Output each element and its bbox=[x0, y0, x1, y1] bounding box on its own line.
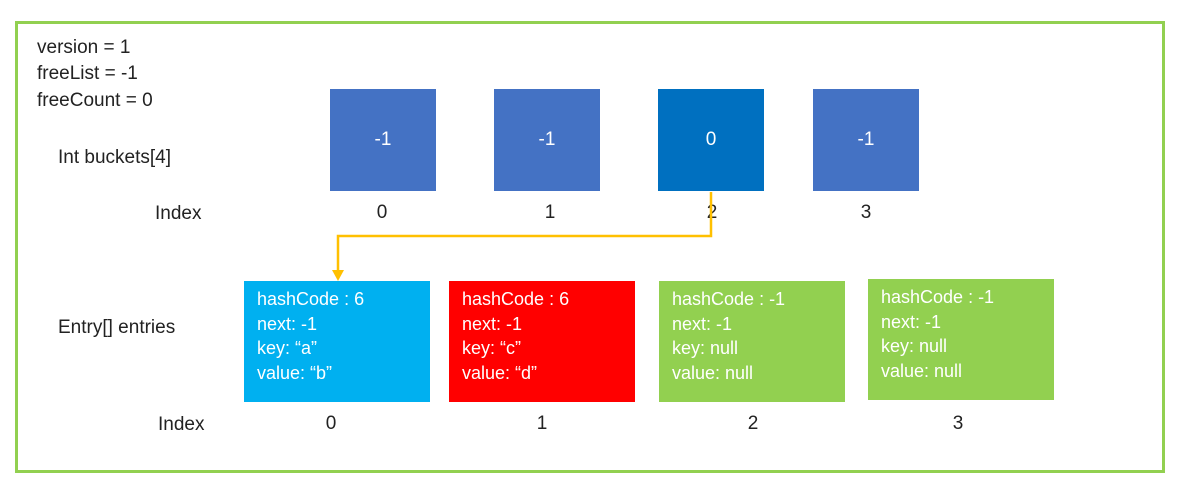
bucket-value: 0 bbox=[705, 129, 717, 150]
bucket-cell-2: 0 bbox=[658, 89, 764, 191]
entry-cell-1: hashCode : 6 next: -1 key: “c” value: “d… bbox=[449, 281, 635, 402]
entry-hashcode: hashCode : 6 bbox=[257, 289, 365, 309]
bucket-index-3: 3 bbox=[860, 202, 872, 223]
entries-label: Entry[] entries bbox=[58, 317, 176, 338]
bucket-cell-0: -1 bbox=[330, 89, 436, 191]
entry-value: value: “b” bbox=[257, 362, 333, 383]
entry-index-1: 1 bbox=[536, 413, 548, 434]
entry-next: next: -1 bbox=[881, 311, 942, 332]
version-text: version = 1 bbox=[37, 37, 131, 58]
entry-value: value: null bbox=[881, 360, 963, 381]
bucket-value: -1 bbox=[374, 129, 392, 150]
bucket-value: -1 bbox=[538, 129, 556, 150]
bucket-value: -1 bbox=[857, 129, 875, 150]
bucket-index-0: 0 bbox=[376, 202, 388, 223]
entry-next: next: -1 bbox=[257, 313, 318, 334]
entry-value: value: “d” bbox=[462, 362, 538, 383]
entry-cell-3: hashCode : -1 next: -1 key: null value: … bbox=[868, 279, 1054, 400]
entry-index-0: 0 bbox=[325, 413, 337, 434]
entry-key: key: “c” bbox=[462, 338, 522, 358]
entry-next: next: -1 bbox=[672, 313, 733, 334]
entry-key: key: null bbox=[672, 338, 739, 358]
entry-cell-2: hashCode : -1 next: -1 key: null value: … bbox=[659, 281, 845, 402]
diagram-frame bbox=[15, 21, 1165, 473]
entry-hashcode: hashCode : -1 bbox=[881, 287, 995, 307]
entry-cell-0: hashCode : 6 next: -1 key: “a” value: “b… bbox=[244, 281, 430, 402]
entry-value: value: null bbox=[672, 362, 754, 383]
entry-index-2: 2 bbox=[747, 413, 759, 434]
bucket-index-label: Index bbox=[155, 203, 202, 224]
freecount-text: freeCount = 0 bbox=[37, 90, 153, 111]
bucket-index-1: 1 bbox=[544, 202, 556, 223]
entry-key: key: “a” bbox=[257, 338, 318, 358]
entry-index-3: 3 bbox=[952, 413, 964, 434]
bucket-cell-1: -1 bbox=[494, 89, 600, 191]
entry-hashcode: hashCode : 6 bbox=[462, 289, 570, 309]
bucket-cell-3: -1 bbox=[813, 89, 919, 191]
entry-hashcode: hashCode : -1 bbox=[672, 289, 786, 309]
entry-index-label: Index bbox=[158, 414, 205, 435]
entry-next: next: -1 bbox=[462, 313, 523, 334]
buckets-label: Int buckets[4] bbox=[58, 147, 172, 168]
freelist-text: freeList = -1 bbox=[37, 63, 138, 84]
entry-key: key: null bbox=[881, 336, 948, 356]
